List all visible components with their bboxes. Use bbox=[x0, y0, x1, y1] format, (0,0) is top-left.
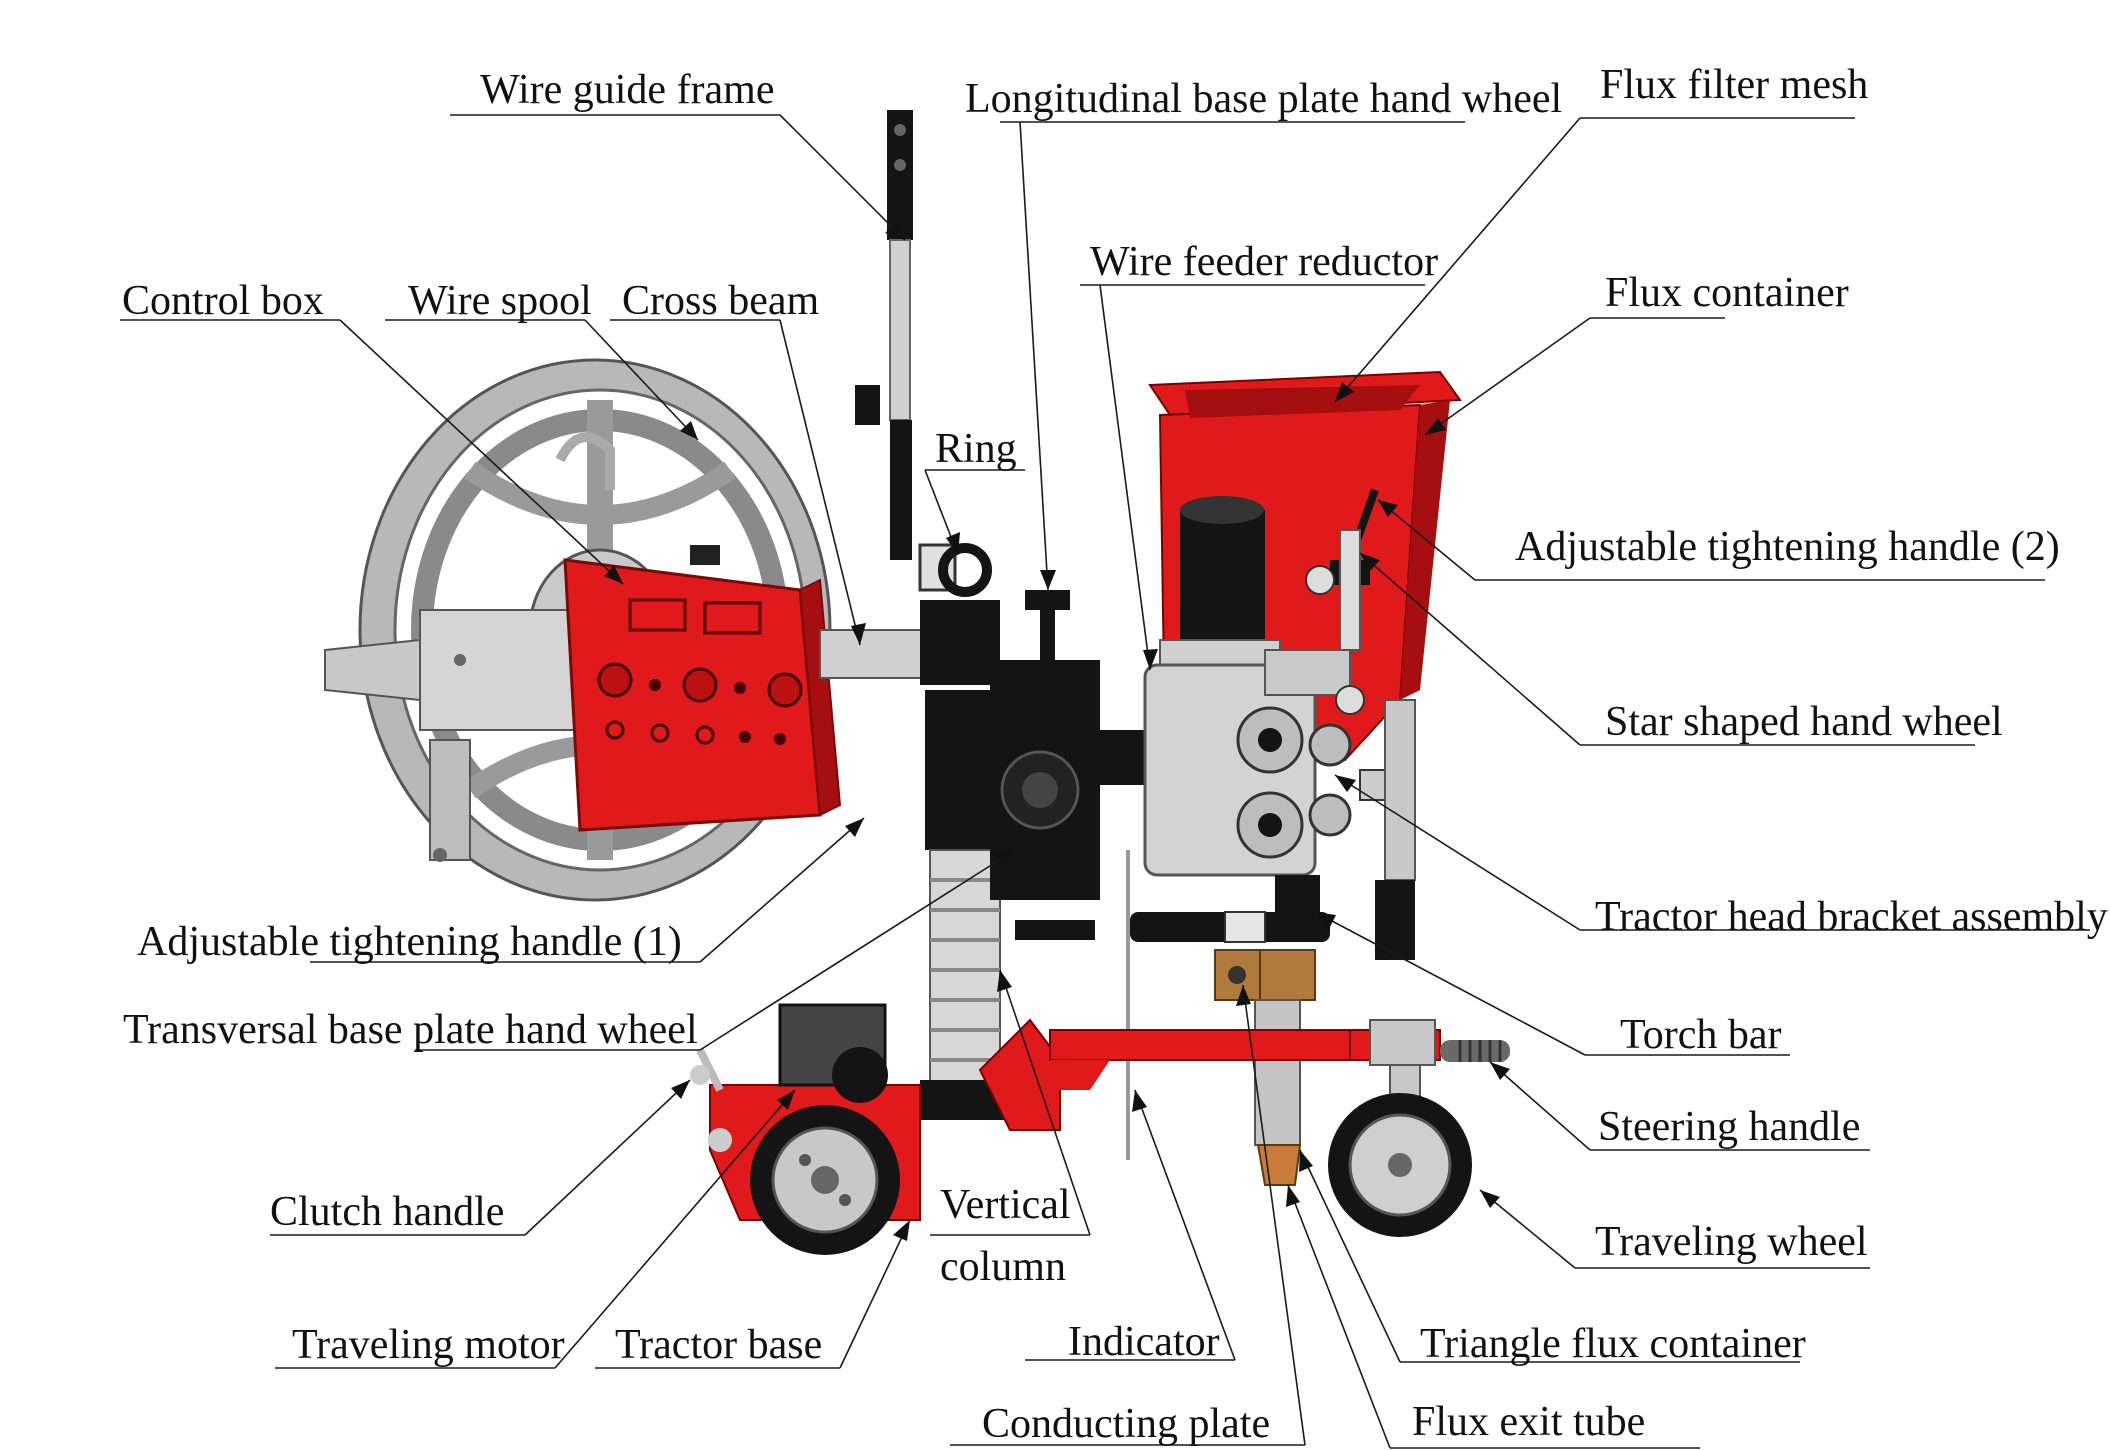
label-wire-feeder-reductor: Wire feeder reductor bbox=[1090, 239, 1438, 285]
label-wire-guide-frame: Wire guide frame bbox=[480, 67, 775, 113]
label-ring: Ring bbox=[935, 426, 1017, 472]
label-indicator: Indicator bbox=[1068, 1319, 1220, 1365]
label-conducting-plate: Conducting plate bbox=[982, 1401, 1270, 1447]
part-labels: Wire guide frame Longitudinal base plate… bbox=[122, 62, 2108, 1447]
vertical-column bbox=[855, 110, 1010, 1120]
label-control-box: Control box bbox=[122, 278, 324, 324]
label-steering-handle: Steering handle bbox=[1598, 1104, 1860, 1150]
label-traveling-motor: Traveling motor bbox=[292, 1322, 565, 1368]
label-traveling-wheel: Traveling wheel bbox=[1595, 1219, 1868, 1265]
label-torch-bar: Torch bar bbox=[1620, 1012, 1781, 1058]
leader-lines bbox=[120, 114, 2090, 1449]
wire-feeder-mechanism bbox=[1143, 649, 1386, 877]
spool-bracket bbox=[324, 609, 576, 862]
star-shaped-hand-wheel bbox=[1305, 488, 1379, 651]
welding-tractor-illustration bbox=[324, 110, 1510, 1255]
label-star-shaped-hand-wheel: Star shaped hand wheel bbox=[1605, 699, 2003, 745]
label-tractor-base: Tractor base bbox=[615, 1322, 822, 1368]
label-vertical: Vertical bbox=[940, 1182, 1071, 1228]
label-wire-spool: Wire spool bbox=[408, 278, 592, 324]
label-column: column bbox=[940, 1244, 1066, 1290]
label-adjustable-tightening-handle-2: Adjustable tightening handle (2) bbox=[1515, 524, 2060, 570]
label-flux-container: Flux container bbox=[1605, 270, 1849, 316]
wire-feeder-reductor bbox=[1159, 496, 1281, 671]
control-box bbox=[563, 545, 842, 832]
label-clutch-handle: Clutch handle bbox=[270, 1189, 504, 1235]
traveling-wheel bbox=[1328, 1019, 1510, 1237]
label-flux-filter-mesh: Flux filter mesh bbox=[1600, 62, 1868, 108]
label-adjustable-tightening-handle-1: Adjustable tightening handle (1) bbox=[137, 919, 682, 965]
label-transversal-base-plate-hand-wheel: Transversal base plate hand wheel bbox=[123, 1007, 698, 1053]
torch-bar bbox=[1130, 911, 1330, 943]
label-cross-beam: Cross beam bbox=[622, 278, 819, 324]
label-triangle-flux-container: Triangle flux container bbox=[1420, 1321, 1806, 1367]
drive-wheel bbox=[750, 1105, 900, 1255]
label-longitudinal-base-plate-hand-wheel: Longitudinal base plate hand wheel bbox=[965, 76, 1562, 122]
label-tractor-head-bracket-assembly: Tractor head bracket assembly bbox=[1595, 894, 2108, 940]
label-flux-exit-tube: Flux exit tube bbox=[1412, 1399, 1645, 1445]
tractor-head-bracket bbox=[1275, 699, 1416, 960]
longitudinal-hand-wheel bbox=[990, 590, 1100, 940]
